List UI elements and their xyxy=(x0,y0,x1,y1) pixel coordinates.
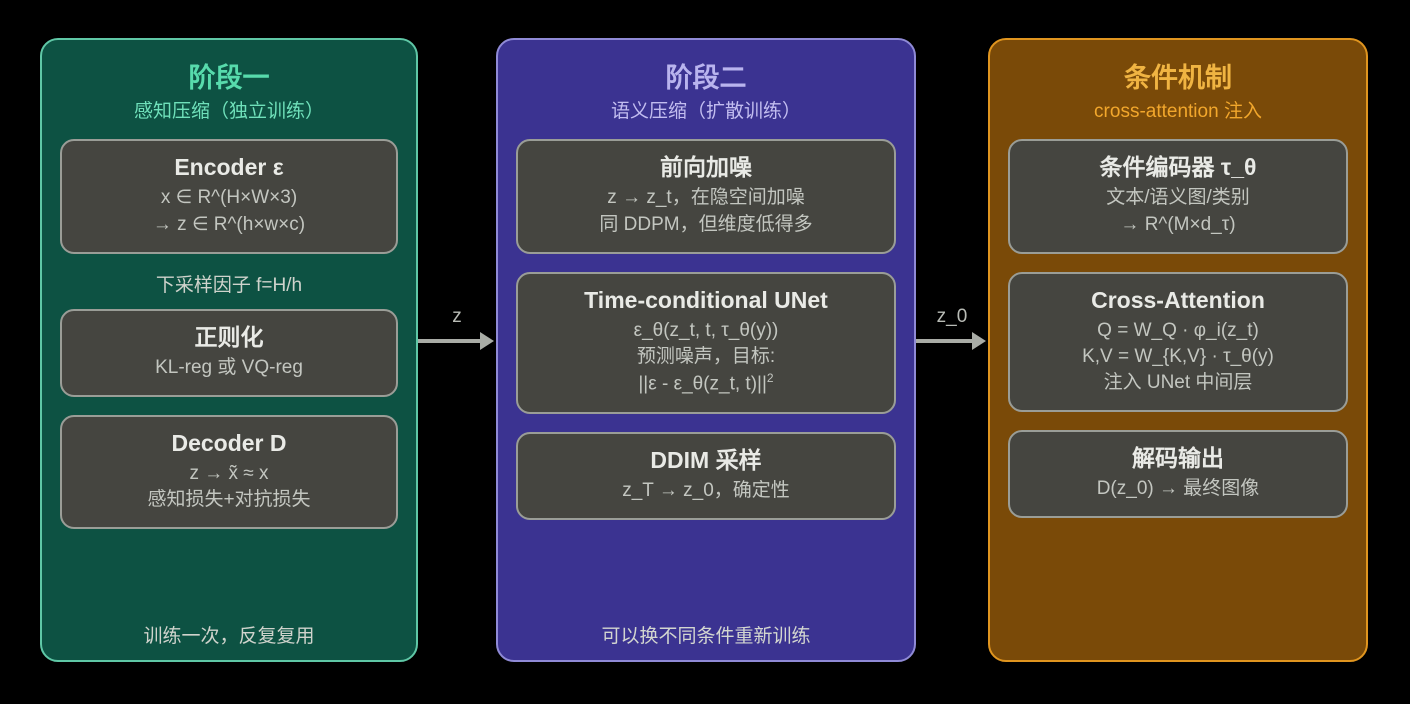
card-condition-encoder-title: 条件编码器 τ_θ xyxy=(1099,154,1257,181)
arrow-z0-head xyxy=(972,332,986,350)
card-decoder-line-2: 感知损失+对抗损失 xyxy=(147,488,311,510)
arrow-z0-line xyxy=(916,339,974,343)
card-forward-noising[interactable]: 前向加噪 z → z_t，在隐空间加噪 同 DDPM，但维度低得多 xyxy=(516,139,896,254)
panel-stage-one-title: 阶段一 xyxy=(188,63,270,93)
card-regularization-title: 正则化 xyxy=(194,323,264,350)
arrow-z: z xyxy=(418,306,496,352)
card-forward-noising-title: 前向加噪 xyxy=(660,154,752,181)
card-regularization-line-1: KL-reg 或 VQ-reg xyxy=(155,356,303,378)
card-time-conditional-unet-line-3: ||ε - ε_θ(z_t, t)||2 xyxy=(638,371,774,395)
card-time-conditional-unet[interactable]: Time-conditional UNet ε_θ(z_t, t, τ_θ(y)… xyxy=(516,271,896,414)
panel-conditioning-subtitle: cross-attention 注入 xyxy=(1094,100,1262,122)
card-cross-attention-line-3: 注入 UNet 中间层 xyxy=(1103,372,1253,394)
card-cross-attention-title: Cross-Attention xyxy=(1091,286,1265,313)
arrow-z0: z_0 xyxy=(916,306,988,352)
card-time-conditional-unet-title: Time-conditional UNet xyxy=(584,286,828,313)
card-ddim-sampling-line-1: z_T → z_0，确定性 xyxy=(622,479,790,501)
card-encoder-line-1: x ∈ R^(H×W×3) xyxy=(160,187,298,209)
card-condition-encoder-line-2: → R^(M×d_τ) xyxy=(1120,213,1236,235)
arrow-z-head xyxy=(480,332,494,350)
panel-conditioning-title: 条件机制 xyxy=(1124,63,1232,93)
card-decode-output[interactable]: 解码输出 D(z_0) → 最终图像 xyxy=(1008,430,1348,519)
panel-conditioning: 条件机制 cross-attention 注入 条件编码器 τ_θ 文本/语义图… xyxy=(988,38,1368,662)
card-encoder-title: Encoder ε xyxy=(174,154,284,181)
card-condition-encoder-line-1: 文本/语义图/类别 xyxy=(1106,187,1250,209)
downsampling-factor-note: 下采样因子 f=H/h xyxy=(155,274,303,296)
card-decoder[interactable]: Decoder D z → x̃ ≈ x 感知损失+对抗损失 xyxy=(60,414,398,530)
card-condition-encoder[interactable]: 条件编码器 τ_θ 文本/语义图/类别 → R^(M×d_τ) xyxy=(1008,139,1348,254)
panel-stage-one: 阶段一 感知压缩（独立训练） Encoder ε x ∈ R^(H×W×3) →… xyxy=(40,38,418,662)
card-cross-attention-line-2: K,V = W_{K,V} · τ_θ(y) xyxy=(1082,345,1274,367)
arrow-z0-label: z_0 xyxy=(936,306,968,327)
card-decoder-line-1: z → x̃ ≈ x xyxy=(189,462,269,484)
card-time-conditional-unet-line-2: 预测噪声，目标: xyxy=(636,345,776,367)
panel-stage-two-subtitle: 语义压缩（扩散训练） xyxy=(610,100,801,122)
arrow-z-label: z xyxy=(452,306,462,327)
card-ddim-sampling[interactable]: DDIM 采样 z_T → z_0，确定性 xyxy=(516,431,896,520)
card-decode-output-title: 解码输出 xyxy=(1132,445,1224,472)
panel-stage-one-subtitle: 感知压缩（独立训练） xyxy=(133,100,324,122)
panel-stage-two-title: 阶段二 xyxy=(665,63,747,93)
card-cross-attention-line-1: Q = W_Q · φ_i(z_t) xyxy=(1097,319,1259,341)
card-encoder-line-2: → z ∈ R^(h×w×c) xyxy=(152,213,306,235)
card-regularization[interactable]: 正则化 KL-reg 或 VQ-reg xyxy=(60,308,398,397)
card-time-conditional-unet-line-1: ε_θ(z_t, t, τ_θ(y)) xyxy=(633,319,779,341)
card-cross-attention[interactable]: Cross-Attention Q = W_Q · φ_i(z_t) K,V =… xyxy=(1008,271,1348,413)
panel-stage-two: 阶段二 语义压缩（扩散训练） 前向加噪 z → z_t，在隐空间加噪 同 DDP… xyxy=(496,38,916,662)
card-decoder-title: Decoder D xyxy=(171,429,287,456)
card-forward-noising-line-1: z → z_t，在隐空间加噪 xyxy=(607,187,805,209)
panel-stage-one-footer: 训练一次，反复复用 xyxy=(143,626,315,647)
card-forward-noising-line-2: 同 DDPM，但维度低得多 xyxy=(599,213,813,235)
panel-stage-two-footer: 可以换不同条件重新训练 xyxy=(601,626,811,647)
card-encoder[interactable]: Encoder ε x ∈ R^(H×W×3) → z ∈ R^(h×w×c) xyxy=(60,139,398,254)
card-decode-output-line-1: D(z_0) → 最终图像 xyxy=(1096,478,1260,500)
card-ddim-sampling-title: DDIM 采样 xyxy=(650,446,762,473)
arrow-z-line xyxy=(418,339,482,343)
